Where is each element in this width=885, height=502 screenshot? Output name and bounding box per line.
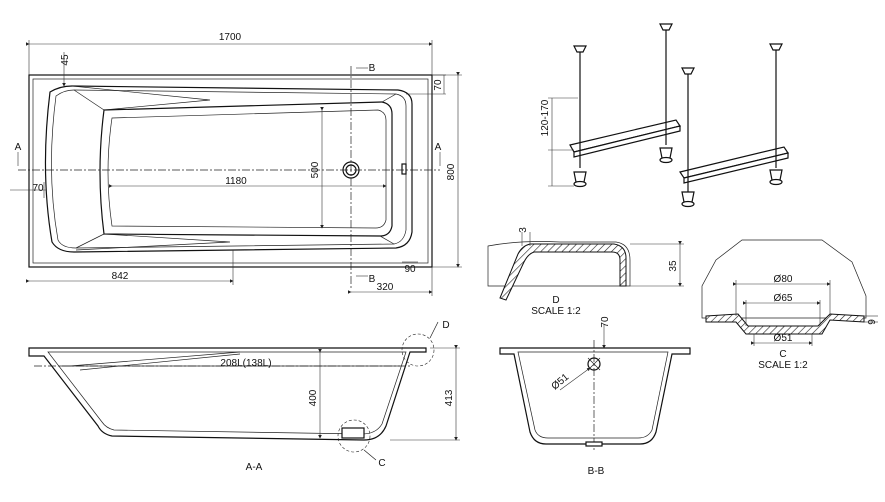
section-aa	[28, 321, 460, 461]
detail-c-label: C	[779, 349, 786, 360]
dim-rim-45: 45	[60, 54, 71, 66]
detail-d-scale: SCALE 1:2	[531, 306, 581, 317]
dim-height-413: 413	[444, 389, 455, 406]
dim-d65: Ø65	[774, 293, 793, 304]
basin-floor	[99, 101, 393, 237]
dim-inner-width: 500	[310, 161, 321, 178]
section-a-right: A	[435, 142, 442, 153]
dim-320: 320	[377, 282, 394, 293]
top-view	[10, 40, 462, 296]
dim-depth-9: 9	[867, 319, 878, 325]
dim-d80: Ø80	[774, 274, 793, 285]
detail-d-label: D	[552, 295, 559, 306]
dim-d51: Ø51	[774, 333, 793, 344]
dim-leg-height: 120-170	[540, 99, 551, 136]
dim-842: 842	[112, 271, 129, 282]
dim-thickness: 3	[518, 227, 529, 233]
section-aa-title: A-A	[246, 462, 263, 473]
callout-c: C	[378, 458, 385, 469]
dim-left-70: 70	[32, 183, 44, 194]
support-legs	[548, 23, 789, 208]
section-a-left: A	[15, 142, 22, 153]
dim-inner-length: 1180	[225, 176, 247, 187]
callout-d: D	[442, 320, 449, 331]
dim-overflow-70: 70	[600, 316, 611, 328]
section-bb-title: B-B	[588, 466, 605, 477]
detail-c-scale: SCALE 1:2	[758, 360, 808, 371]
section-b-bottom: B	[369, 274, 376, 285]
detail-c	[701, 239, 878, 346]
dim-rim-height: 35	[668, 260, 679, 272]
dim-length: 1700	[219, 32, 242, 43]
section-bb	[499, 324, 691, 450]
tub-outline	[28, 74, 433, 268]
detail-d	[487, 232, 684, 301]
basin-outline	[44, 85, 413, 253]
dim-90: 90	[404, 264, 416, 275]
volume-label: 208L(138L)	[220, 358, 271, 369]
dim-depth-400: 400	[308, 389, 319, 406]
section-b-top: B	[369, 63, 376, 74]
dim-width: 800	[446, 163, 457, 180]
dim-rim-70: 70	[433, 79, 444, 91]
